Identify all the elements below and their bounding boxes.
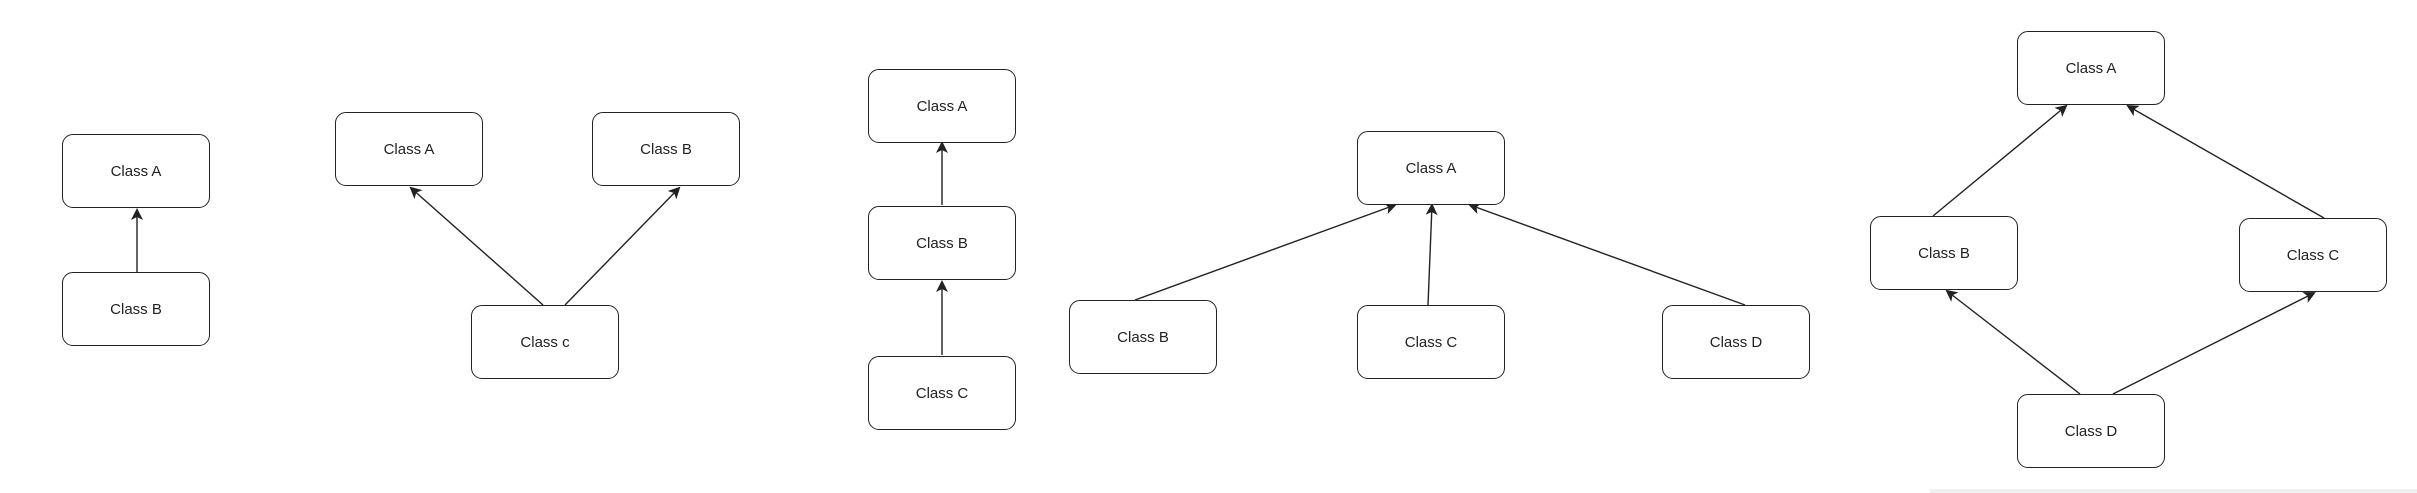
node-hybrid-class-c: Class C (2239, 218, 2387, 292)
edge-hierarchical-b-to-a (1134, 202, 1397, 301)
node-hierarchical-class-c: Class C (1357, 305, 1505, 379)
node-multilevel-class-c: Class C (868, 356, 1016, 430)
node-multilevel-class-a: Class A (868, 69, 1016, 143)
edge-hierarchical-c-to-a (1425, 203, 1438, 306)
edge-hybrid-d-to-c (2112, 292, 2316, 395)
node-hybrid-class-a: Class A (2017, 31, 2165, 105)
node-multiple-class-c: Class c (471, 305, 619, 379)
edge-hybrid-c-to-a (2126, 105, 2325, 219)
edge-multiple-c-to-a (409, 186, 544, 306)
bottom-edge-strip (1930, 489, 2417, 493)
node-hierarchical-class-a: Class A (1357, 131, 1505, 205)
node-hybrid-class-d: Class D (2017, 394, 2165, 468)
node-multiple-class-b: Class B (592, 112, 740, 186)
edge-hierarchical-d-to-a (1468, 202, 1746, 306)
node-hybrid-class-b: Class B (1870, 216, 2018, 290)
edge-hybrid-d-to-b (1945, 289, 2081, 395)
node-single-class-a: Class A (62, 134, 210, 208)
edge-multiple-c-to-b (564, 186, 681, 306)
edge-hybrid-b-to-a (1932, 104, 2068, 217)
node-single-class-b: Class B (62, 272, 210, 346)
node-hierarchical-class-b: Class B (1069, 300, 1217, 374)
node-hierarchical-class-d: Class D (1662, 305, 1810, 379)
node-multilevel-class-b: Class B (868, 206, 1016, 280)
node-multiple-class-a: Class A (335, 112, 483, 186)
